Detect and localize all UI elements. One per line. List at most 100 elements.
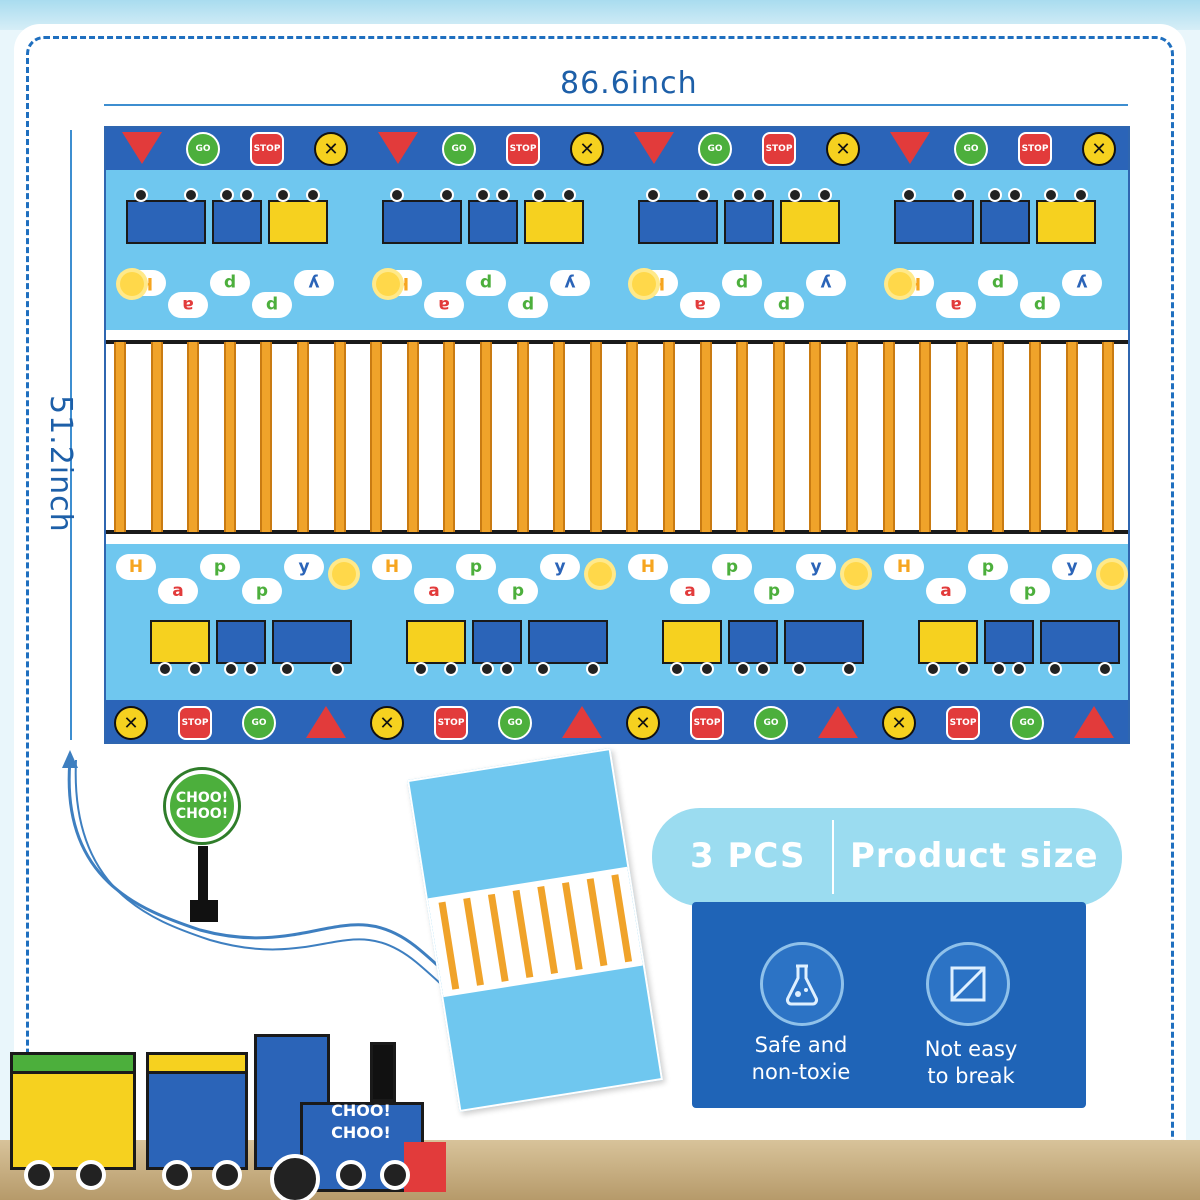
rail-sleeper <box>512 889 534 978</box>
letter-cloud: p <box>1010 578 1050 604</box>
callout-pill <box>652 808 1122 906</box>
go-sign-icon: GO <box>442 132 476 166</box>
rail-sleeper <box>562 882 583 971</box>
train-car <box>1040 620 1120 664</box>
sun-icon <box>120 272 144 296</box>
stop-sign-icon: STOP <box>250 132 284 166</box>
rail-sleeper <box>406 342 419 532</box>
go-sign-icon: GO <box>186 132 220 166</box>
warning-sign-icon <box>1074 706 1114 738</box>
train-icon <box>378 188 588 254</box>
letter-cloud: H <box>116 554 156 580</box>
warning-sign-icon <box>562 706 602 738</box>
rail-top <box>106 340 1128 344</box>
rail-sleeper <box>333 342 346 532</box>
wheel-icon <box>736 662 750 676</box>
train-icon <box>658 610 868 676</box>
train-car <box>980 200 1030 244</box>
wheel-icon <box>818 188 832 202</box>
letter-cloud: p <box>210 270 250 296</box>
train-car <box>216 620 266 664</box>
stop-sign-icon: STOP <box>178 706 212 740</box>
letter-cloud: p <box>200 554 240 580</box>
train-chimney <box>370 1042 396 1102</box>
train-car <box>212 200 262 244</box>
warning-sign-icon <box>306 706 346 738</box>
train-icon <box>122 188 332 254</box>
letter-cloud: a <box>158 578 198 604</box>
go-sign-icon: GO <box>242 706 276 740</box>
rail-sleeper <box>992 342 1005 532</box>
letter-cloud: y <box>1052 554 1092 580</box>
wheel-icon <box>380 1160 410 1190</box>
wheel-icon <box>414 662 428 676</box>
crossing-sign-icon: ✕ <box>1082 132 1116 166</box>
wheel-icon <box>476 188 490 202</box>
letter-cloud: y <box>540 554 580 580</box>
letter-cloud: p <box>764 292 804 318</box>
wheel-icon <box>752 188 766 202</box>
wheel-icon <box>1044 188 1058 202</box>
rail-sleeper <box>370 342 383 532</box>
train-choo-text: CHOO!CHOO! <box>331 1101 391 1142</box>
wheel-icon <box>188 662 202 676</box>
rail-sleeper <box>663 342 675 532</box>
wheel-icon <box>276 188 290 202</box>
wheel-icon <box>76 1160 106 1190</box>
wheel-icon <box>992 662 1006 676</box>
post-sign-text: CHOO!CHOO! <box>175 790 229 822</box>
stop-sign-icon: STOP <box>946 706 980 740</box>
train-car <box>780 200 840 244</box>
crossing-sign-icon: ✕ <box>370 706 404 740</box>
flask-icon <box>760 942 844 1026</box>
wheel-icon <box>1098 662 1112 676</box>
warning-sign-icon <box>122 132 162 164</box>
wheel-icon <box>162 1160 192 1190</box>
rail-sleeper <box>919 342 932 532</box>
letter-cloud: a <box>926 578 966 604</box>
letter-cloud: a <box>936 292 976 318</box>
train-icon <box>890 188 1100 254</box>
wheel-icon <box>842 662 856 676</box>
letter-cloud: y <box>796 554 836 580</box>
train-car <box>268 200 328 244</box>
rail-sleeper <box>809 342 822 532</box>
wheel-icon <box>988 188 1002 202</box>
rail-sleeper <box>537 886 558 975</box>
rail-sleeper <box>611 874 633 963</box>
warning-sign-icon <box>890 132 930 164</box>
stop-sign-icon: STOP <box>506 132 540 166</box>
wheel-icon <box>134 188 148 202</box>
rail-bottom <box>106 530 1128 534</box>
rail-sleeper <box>955 342 968 532</box>
post-pole <box>198 846 208 906</box>
go-sign-icon: GO <box>1010 706 1044 740</box>
wheel-icon <box>1008 188 1022 202</box>
letter-cloud: a <box>670 578 710 604</box>
rail-sleeper <box>187 342 200 532</box>
letter-cloud: y <box>806 270 846 296</box>
sun-icon <box>332 562 356 586</box>
wheel-icon <box>158 662 172 676</box>
stop-sign-icon: STOP <box>434 706 468 740</box>
letter-cloud: p <box>712 554 752 580</box>
rail-sleeper <box>586 878 608 967</box>
crossing-sign-icon: ✕ <box>314 132 348 166</box>
letter-cloud: p <box>466 270 506 296</box>
width-arrow <box>104 104 1128 106</box>
wheel-icon <box>224 662 238 676</box>
wheel-icon <box>24 1160 54 1190</box>
go-sign-icon: GO <box>754 706 788 740</box>
choo-post-sign: CHOO!CHOO! <box>166 770 238 842</box>
height-label: 51.2inch <box>43 395 78 533</box>
crossing-sign-icon: ✕ <box>882 706 916 740</box>
wheel-icon <box>440 188 454 202</box>
wheel-icon <box>956 662 970 676</box>
warning-sign-icon <box>818 706 858 738</box>
letter-cloud: p <box>456 554 496 580</box>
train-car <box>894 200 974 244</box>
train-car <box>382 200 462 244</box>
train-car <box>1036 200 1096 244</box>
